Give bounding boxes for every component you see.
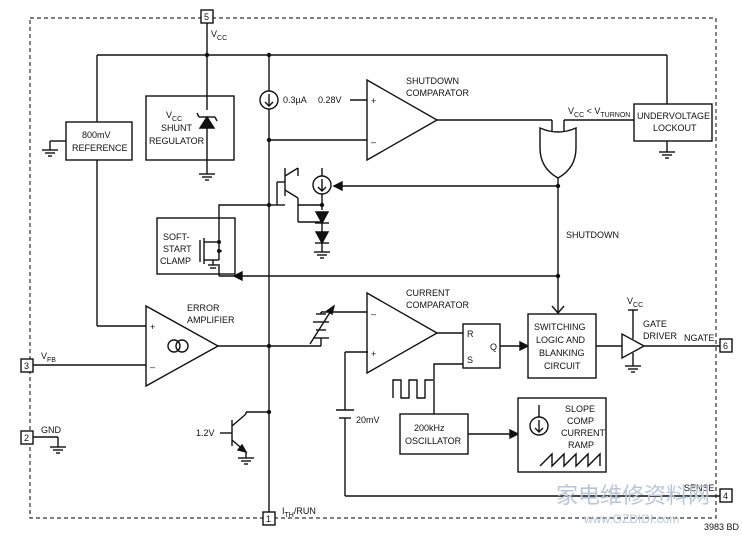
shutdown-label: SHUTDOWN — [566, 230, 619, 240]
watermark-text: 家电维修资料网 — [556, 484, 710, 509]
gnd-label: GND — [41, 425, 62, 435]
error-amplifier — [145, 304, 220, 388]
logic-label-4: CIRCUIT — [544, 361, 581, 371]
voltage-source-icon — [336, 409, 354, 419]
ground-symbol — [42, 141, 58, 157]
softstart-label-2: START — [163, 244, 192, 254]
slope-label-4: RAMP — [568, 440, 594, 450]
error-amp-minus: – — [150, 362, 155, 372]
ground-symbol — [199, 173, 215, 181]
current-source-icon — [312, 168, 332, 195]
ith-run-label: ITH/RUN — [282, 506, 316, 519]
slope-label-2: COMP — [567, 416, 594, 426]
gate-driver — [621, 332, 646, 360]
current-source-value: 0.3µA — [283, 95, 307, 105]
pin-6-number: 6 — [723, 341, 728, 351]
pin-4-number: 4 — [723, 491, 728, 501]
shutdown-threshold-value: 0.28V — [318, 95, 342, 105]
current-source-icon — [259, 90, 279, 110]
pin-5-number: 5 — [204, 12, 209, 22]
pin-4 — [719, 488, 733, 503]
oscillator-label-1: 200kHz — [414, 423, 445, 433]
current-comp-minus: – — [371, 309, 376, 319]
slope-comp-block — [517, 397, 607, 473]
undervoltage-lockout-block — [633, 103, 713, 142]
shunt-regulator-block — [145, 95, 235, 161]
gate-driver-label-1: GATE — [643, 319, 667, 329]
vfb-label: VFB — [41, 351, 56, 364]
current-source-icon — [529, 405, 549, 436]
logic-label-2: LOGIC AND — [536, 335, 586, 345]
reference-block — [65, 121, 133, 161]
vcc-label: VCC — [211, 29, 227, 42]
reference-label-2: REFERENCE — [72, 143, 128, 153]
uvlo-condition: VCC < VTURNON — [568, 106, 630, 119]
error-amp-label-2: AMPLIFIER — [187, 315, 235, 325]
shutdown-comp-label-1: SHUTDOWN — [406, 76, 459, 86]
zener-diode-icon — [196, 55, 218, 174]
flipflop-r: R — [467, 329, 474, 339]
current-comp-label-1: CURRENT — [406, 288, 451, 298]
sawtooth-ramp-icon — [539, 452, 601, 468]
shutdown-comparator — [366, 78, 439, 162]
softstart-label-1: SOFT- — [163, 232, 190, 242]
flipflop-s: S — [467, 355, 473, 365]
shutdown-comp-plus: + — [371, 96, 376, 106]
pnp-transistor-icon — [276, 167, 322, 223]
flipflop-q: Q — [490, 342, 497, 352]
pin-2-number: 2 — [24, 433, 29, 443]
figure-code: 3983 BD — [704, 522, 740, 532]
pin-1-number: 1 — [266, 514, 271, 524]
error-amp-label-1: ERROR — [187, 303, 220, 313]
soft-start-clamp-block — [156, 217, 236, 275]
npn-transistor-icon — [220, 411, 269, 458]
error-amp-plus: + — [150, 322, 155, 332]
slope-label-1: SLOPE — [565, 404, 595, 414]
reference-label-1: 800mV — [82, 130, 111, 140]
ground-symbol — [659, 151, 675, 159]
logic-label-3: BLANKING — [539, 348, 585, 358]
current-comparator — [366, 291, 439, 375]
shutdown-comp-minus: – — [371, 137, 376, 147]
softstart-label-3: CLAMP — [160, 256, 191, 266]
shunt-label-1: SHUNT — [161, 123, 193, 133]
oscillator-label-2: OSCILLATOR — [405, 436, 462, 446]
ground-symbol — [314, 243, 330, 259]
rs-flipflop — [462, 323, 501, 369]
uvlo-label-1: UNDERVOLTAGE — [637, 111, 710, 121]
sense-label: SENSE — [684, 483, 715, 493]
current-comp-plus: + — [371, 349, 376, 359]
watermark-url: www.GZDIDI.com — [583, 512, 679, 526]
shunt-label-2: REGULATOR — [149, 136, 205, 146]
gate-driver-label-2: DRIVER — [643, 331, 678, 341]
ngate-label: NGATE — [684, 333, 714, 343]
shutdown-comp-label-2: COMPARATOR — [406, 88, 470, 98]
offset-voltage-value: 20mV — [356, 415, 380, 425]
mosfet-icon — [199, 238, 222, 269]
logic-label-1: SWITCHING — [534, 322, 586, 332]
transconductance-icon — [167, 339, 189, 353]
pin-1 — [262, 511, 276, 526]
chip-boundary — [29, 17, 717, 519]
diode-icon — [314, 223, 330, 245]
gate-vcc-label: VCC — [627, 296, 643, 309]
pin-3-number: 3 — [24, 361, 29, 371]
ground-symbol — [625, 365, 641, 373]
switching-logic-block — [527, 313, 597, 379]
uvlo-label-2: LOCKOUT — [653, 123, 697, 133]
ground-symbol — [50, 437, 66, 454]
oscillator-block — [399, 413, 469, 455]
clock-waveform-icon — [392, 379, 433, 399]
slope-label-3: CURRENT — [561, 428, 606, 438]
current-comp-label-2: COMPARATOR — [406, 300, 470, 310]
pin-6 — [719, 338, 733, 353]
clamp-voltage-value: 1.2V — [196, 428, 215, 438]
or-gate — [539, 126, 577, 179]
shunt-vcc-label: VCC — [166, 110, 182, 123]
ground-symbol — [238, 457, 254, 465]
